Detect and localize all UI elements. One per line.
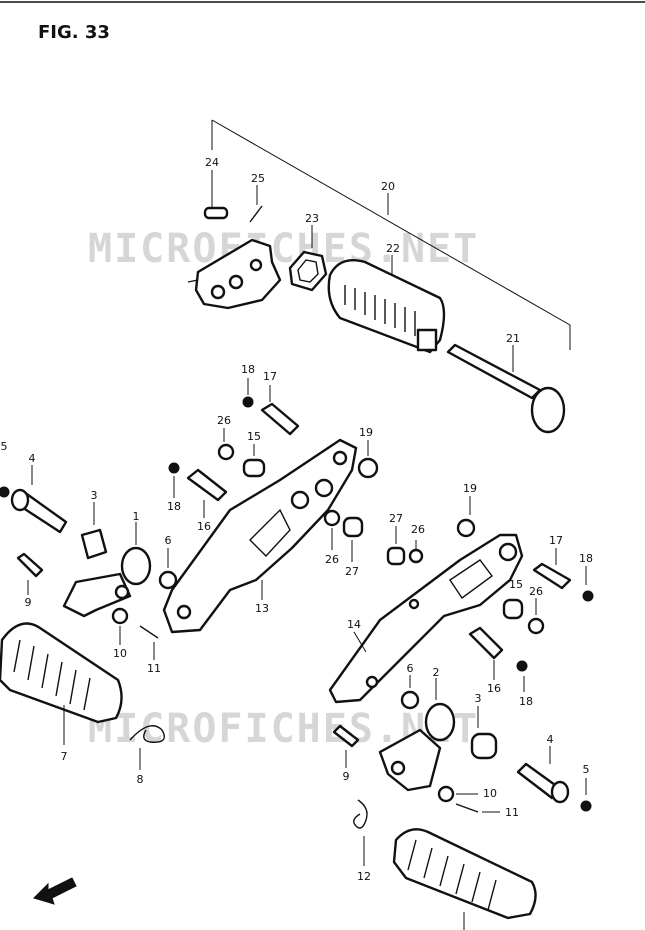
callout-5b: 5	[583, 763, 590, 776]
footpeg-rubber-22	[327, 255, 446, 354]
bolt-17-right	[532, 548, 572, 590]
pin-9-right	[332, 724, 360, 768]
callout-11a: 11	[147, 662, 161, 675]
callout-18b: 18	[167, 500, 181, 513]
callout-8: 8	[137, 773, 144, 786]
washer-6-right	[400, 675, 420, 710]
callout-11b: 11	[505, 806, 519, 819]
nut-18-top	[242, 378, 254, 408]
footrest-arm-1	[62, 522, 152, 618]
callout-5a: 5	[1, 440, 8, 453]
footrest-plate-13	[162, 438, 358, 634]
bolt-16-left	[186, 468, 228, 518]
callout-15b: 15	[509, 578, 523, 591]
washer-10-right	[437, 785, 478, 803]
callout-9b: 9	[343, 770, 350, 783]
footpeg-shaft-21	[446, 343, 566, 434]
callout-23: 23	[305, 212, 319, 225]
callout-26a: 26	[217, 414, 231, 427]
callout-19a: 19	[359, 426, 373, 439]
cotter-11-right	[455, 803, 500, 813]
callout-27b: 27	[389, 512, 403, 525]
callout-20: 20	[381, 180, 395, 193]
washer-6-left	[158, 548, 178, 590]
callout-16a: 16	[197, 520, 211, 533]
callout-26d: 26	[529, 585, 543, 598]
callout-26b: 26	[325, 553, 339, 566]
watermark-top: MICROFICHES.NET	[88, 226, 479, 272]
collar-3-left	[80, 502, 108, 560]
bolt-4-left	[10, 465, 68, 534]
front-direction-arrow-icon	[33, 877, 77, 905]
callout-16b: 16	[487, 682, 501, 695]
callout-12: 12	[357, 870, 371, 883]
footrest-arm-2	[378, 678, 456, 792]
callout-2: 2	[433, 666, 440, 679]
collar-3-right	[470, 706, 498, 760]
nut-18-right-top	[582, 566, 594, 602]
nut-18-left	[168, 462, 180, 498]
nut-19-mid	[357, 440, 379, 479]
callout-18a: 18	[241, 363, 255, 376]
callout-19b: 19	[463, 482, 477, 495]
callout-18d: 18	[519, 695, 533, 708]
callout-14: 14	[347, 618, 361, 631]
footrest-plate-14	[328, 533, 524, 704]
group-bracket-20	[211, 119, 571, 350]
callout-17a: 17	[263, 370, 277, 383]
cotter-pin-25	[249, 185, 263, 223]
callout-13: 13	[255, 602, 269, 615]
washer-26-right-b	[527, 598, 545, 635]
callout-4b: 4	[547, 733, 554, 746]
callout-18c: 18	[579, 552, 593, 565]
spring-8	[129, 725, 165, 770]
callout-17b: 17	[549, 534, 563, 547]
collar-27-right	[386, 526, 406, 566]
washer-10-left	[111, 607, 129, 645]
bolt-4-right	[516, 746, 570, 804]
washer-26-top	[217, 428, 235, 461]
callout-10a: 10	[113, 647, 127, 660]
footpeg-rubber-7	[0, 622, 123, 745]
callout-3b: 3	[475, 692, 482, 705]
callout-4a: 4	[29, 452, 36, 465]
pin-9-left	[16, 552, 44, 595]
callout-27a: 27	[345, 565, 359, 578]
callout-1: 1	[133, 510, 140, 523]
callout-labels: 24 25 20 23 22 21 18 17 26 15 19 18 16 4…	[1, 156, 594, 883]
nut-5-right	[580, 778, 592, 812]
nut-5-left	[0, 486, 10, 498]
callout-15a: 15	[247, 430, 261, 443]
callout-24: 24	[205, 156, 219, 169]
plate-23	[288, 225, 328, 292]
callout-21: 21	[506, 332, 520, 345]
washer-26-right	[408, 540, 424, 564]
collar-15-top	[242, 444, 266, 478]
callout-3a: 3	[91, 489, 98, 502]
pin-24	[203, 170, 229, 220]
collar-27-mid	[342, 516, 364, 562]
collar-15-right	[502, 598, 524, 620]
washer-26-mid	[323, 509, 341, 550]
spring-12	[353, 799, 368, 866]
footrest-bracket-upper	[187, 238, 282, 310]
callout-26c: 26	[411, 523, 425, 536]
footpeg-rubber-right	[392, 828, 537, 930]
callout-9a: 9	[25, 596, 32, 609]
cotter-11-left	[139, 625, 159, 660]
bolt-17-top	[260, 385, 300, 436]
figure-title: FIG. 33	[38, 22, 110, 43]
nut-19-right	[456, 496, 476, 538]
callout-6a: 6	[165, 534, 172, 547]
callout-7: 7	[61, 750, 68, 763]
callout-6b: 6	[407, 662, 414, 675]
callout-10b: 10	[483, 787, 497, 800]
callout-25: 25	[251, 172, 265, 185]
nut-18-right-bottom	[516, 660, 528, 692]
callout-22: 22	[386, 242, 400, 255]
bolt-16-right	[468, 626, 504, 680]
